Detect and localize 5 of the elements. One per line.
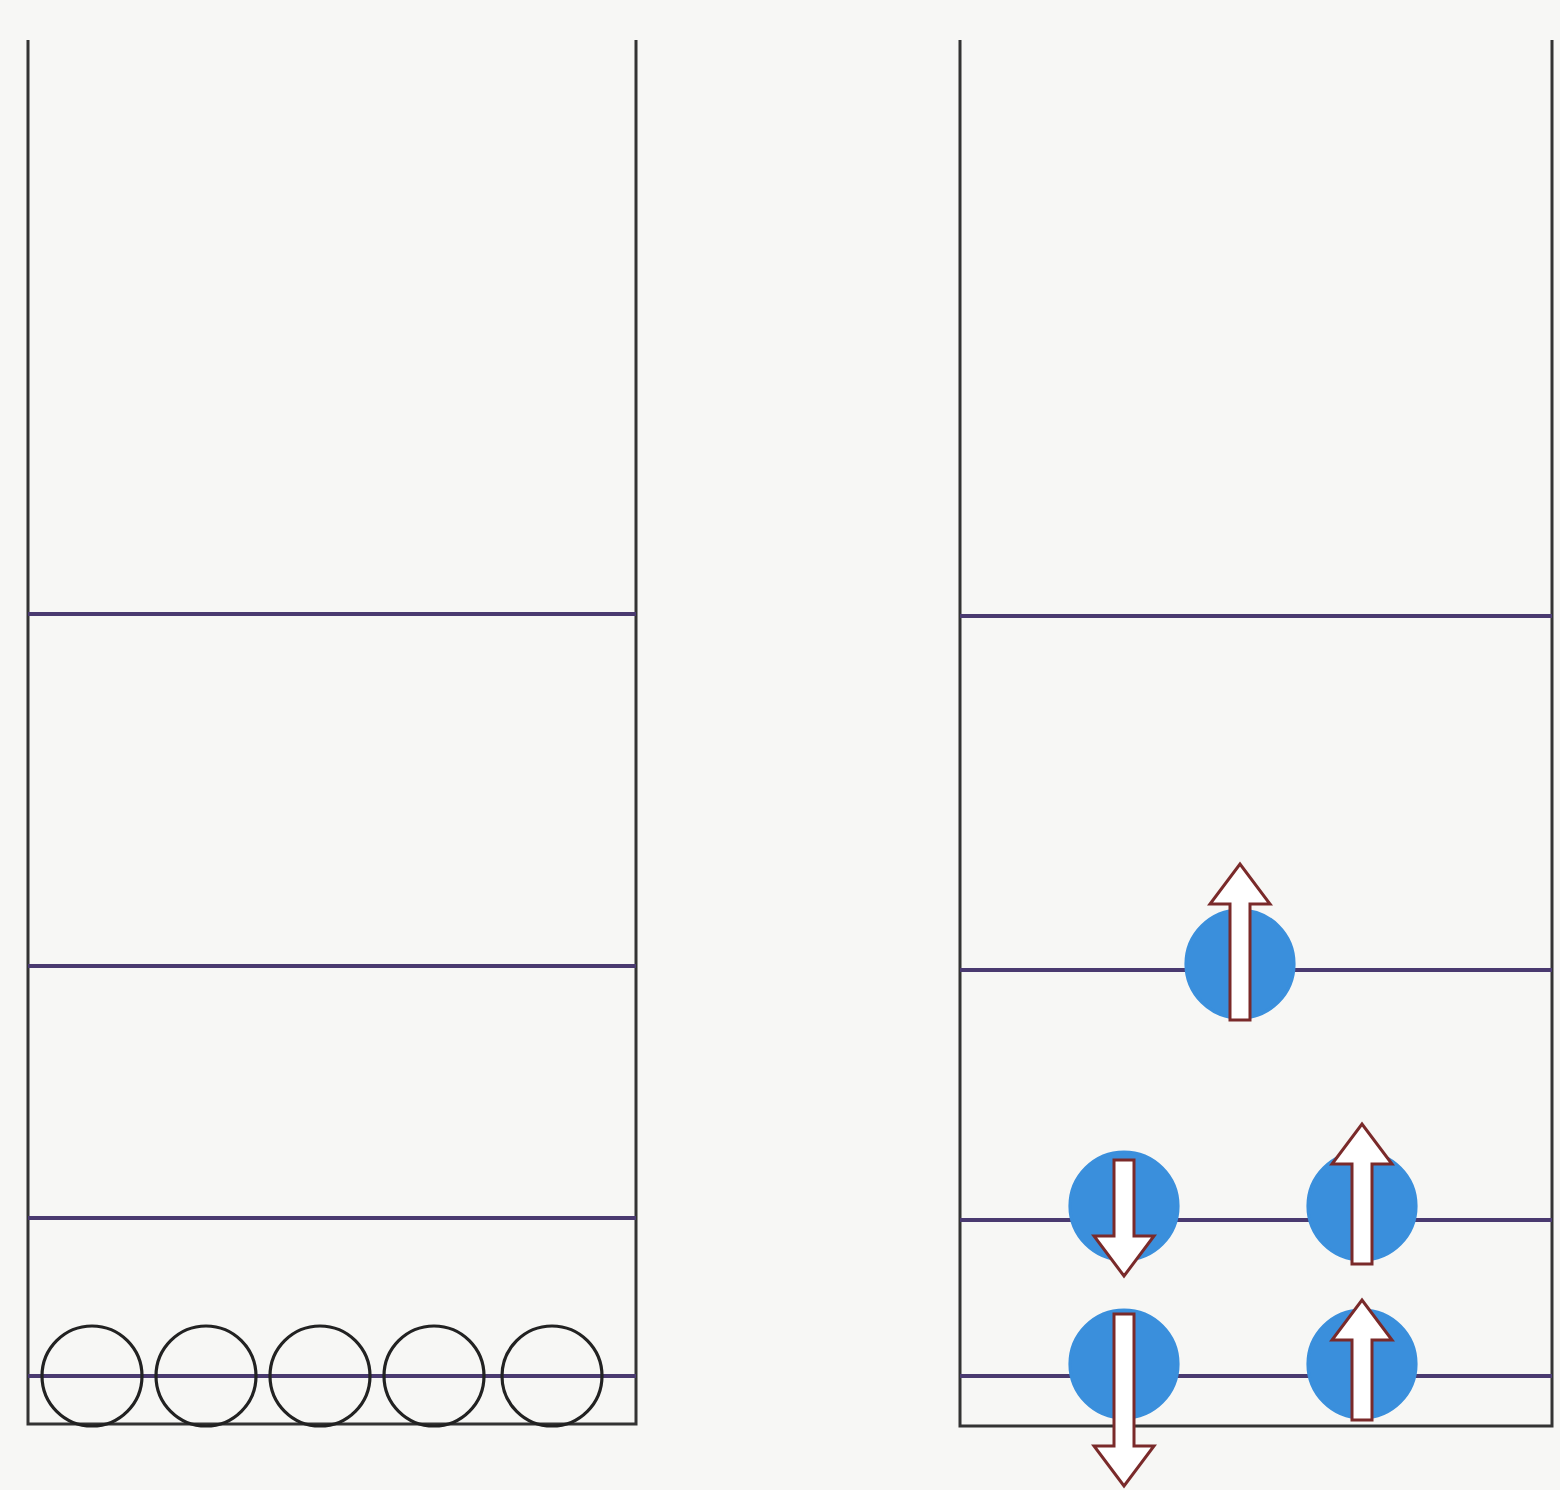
empty-orbital-circle	[152, 1322, 260, 1430]
empty-orbital-circle	[498, 1322, 606, 1430]
empty-orbital-circle	[380, 1322, 488, 1430]
empty-orbital-circle	[38, 1322, 146, 1430]
empty-orbital-circle	[266, 1322, 374, 1430]
